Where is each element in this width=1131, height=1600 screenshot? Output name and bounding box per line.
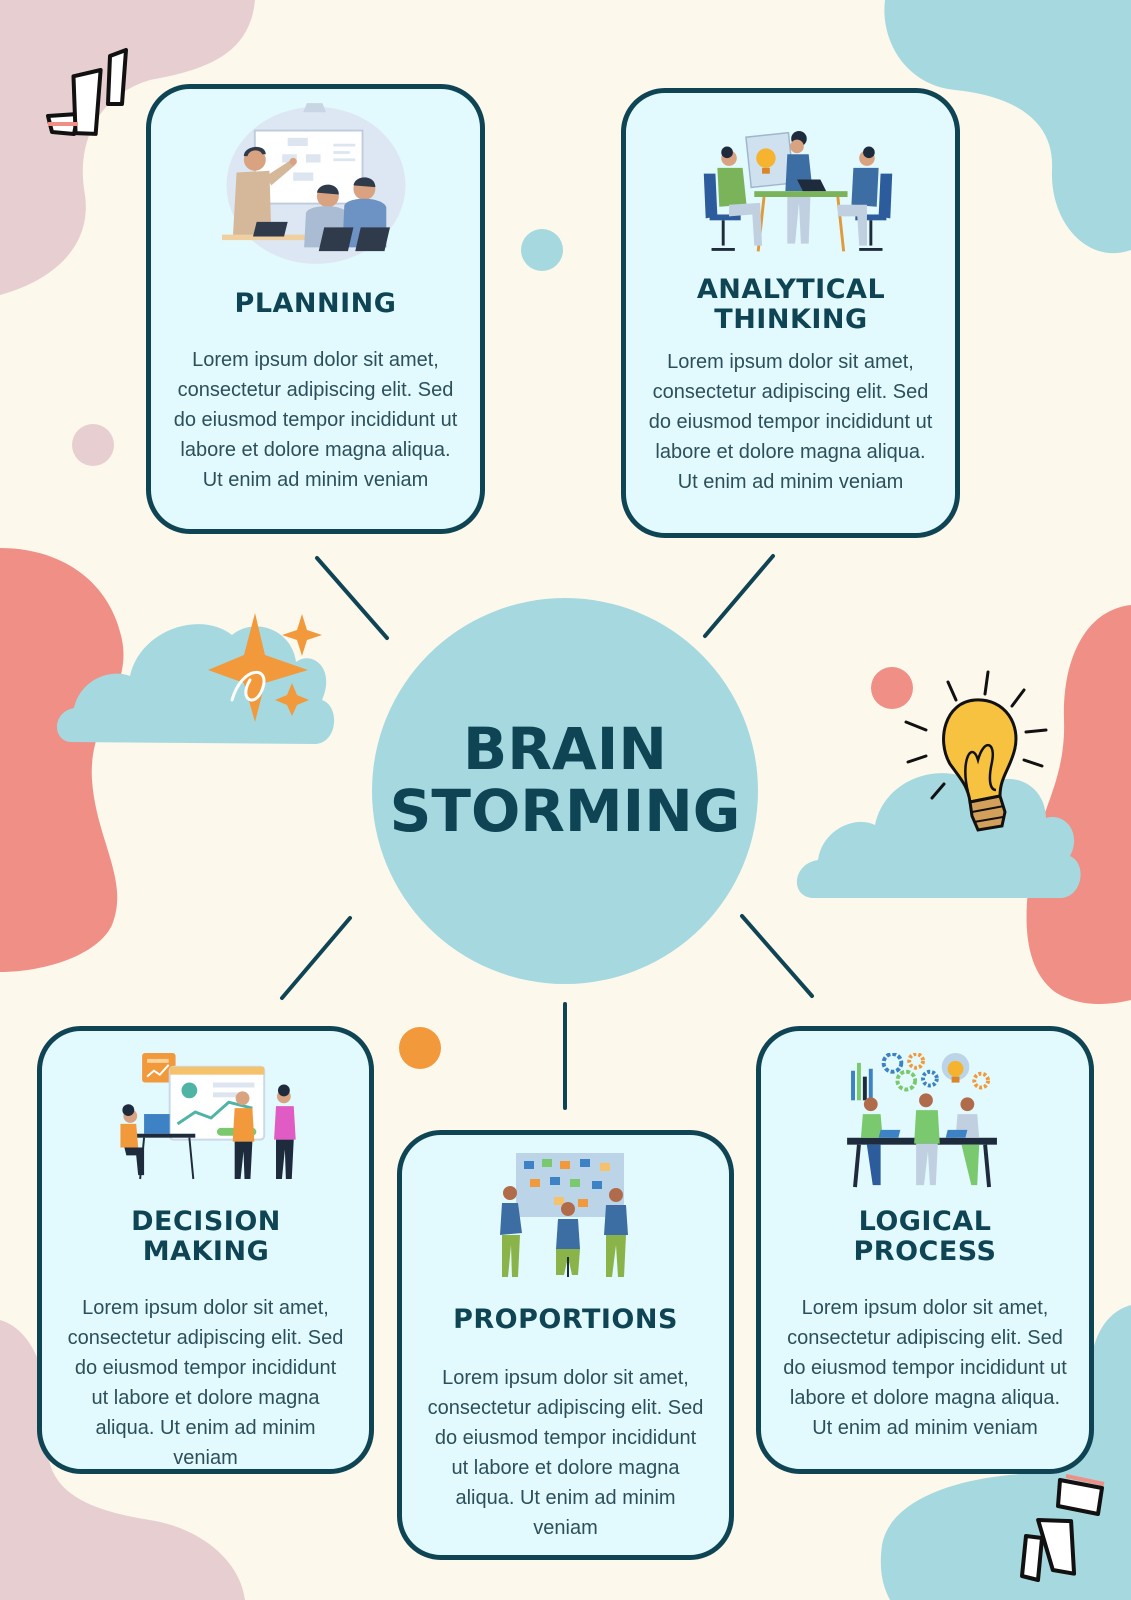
connector-logical (740, 914, 814, 998)
card-proportions: PROPORTIONS Lorem ipsum dolor sit amet, … (397, 1130, 734, 1560)
card-title: LOGICAL PROCESS (853, 1206, 997, 1267)
connector-decision (280, 916, 352, 1000)
card-title: PLANNING (234, 288, 397, 319)
card-analytical-thinking: ANALYTICAL THINKING Lorem ipsum dolor si… (621, 88, 960, 538)
card-body: Lorem ipsum dolor sit amet, consectetur … (173, 349, 458, 491)
dot-pink (72, 424, 114, 466)
card-body: Lorem ipsum dolor sit amet, consectetur … (67, 1297, 344, 1469)
cloud-with-lightbulb-icon (796, 670, 1081, 898)
center-circle: BRAIN STORMING (372, 598, 758, 984)
teamwork-gears-illustration (847, 1053, 997, 1188)
card-planning: PLANNING Lorem ipsum dolor sit amet, con… (146, 84, 485, 534)
card-title: PROPORTIONS (453, 1304, 678, 1335)
center-title-line2: STORMING (389, 777, 741, 845)
team-meeting-illustration (703, 130, 893, 252)
blob-pink-top-left (0, 0, 255, 295)
team-presentation-illustration (221, 103, 406, 264)
center-title: BRAIN STORMING (372, 718, 758, 842)
blob-teal-top-right (884, 0, 1131, 254)
card-decision-making: DECISION MAKING Lorem ipsum dolor sit am… (37, 1026, 374, 1474)
card-body: Lorem ipsum dolor sit amet, consectetur … (648, 351, 933, 493)
card-title: ANALYTICAL THINKING (696, 274, 886, 335)
card-body: Lorem ipsum dolor sit amet, consectetur … (427, 1367, 704, 1539)
cloud-with-stars-icon (56, 613, 335, 744)
card-logical-process: LOGICAL PROCESS Lorem ipsum dolor sit am… (756, 1026, 1094, 1474)
connector-analytical (703, 554, 775, 638)
sparkle-burst-icon (46, 48, 128, 136)
connector-lines (280, 554, 814, 1110)
dot-orange (399, 1027, 441, 1069)
card-title: DECISION MAKING (131, 1206, 281, 1267)
center-title-line1: BRAIN (463, 715, 667, 783)
sparkle-burst-icon (1020, 1474, 1105, 1582)
dot-teal (521, 229, 563, 271)
dot-coral (871, 667, 913, 709)
card-body: Lorem ipsum dolor sit amet, consectetur … (783, 1297, 1067, 1439)
blob-pink-bottom-left (0, 1320, 245, 1600)
data-analysis-illustration (120, 1053, 296, 1180)
blob-coral-right (1026, 605, 1131, 1004)
connector-planning (315, 556, 389, 640)
sticky-notes-team-illustration (500, 1153, 628, 1277)
blob-coral-left (0, 548, 124, 972)
